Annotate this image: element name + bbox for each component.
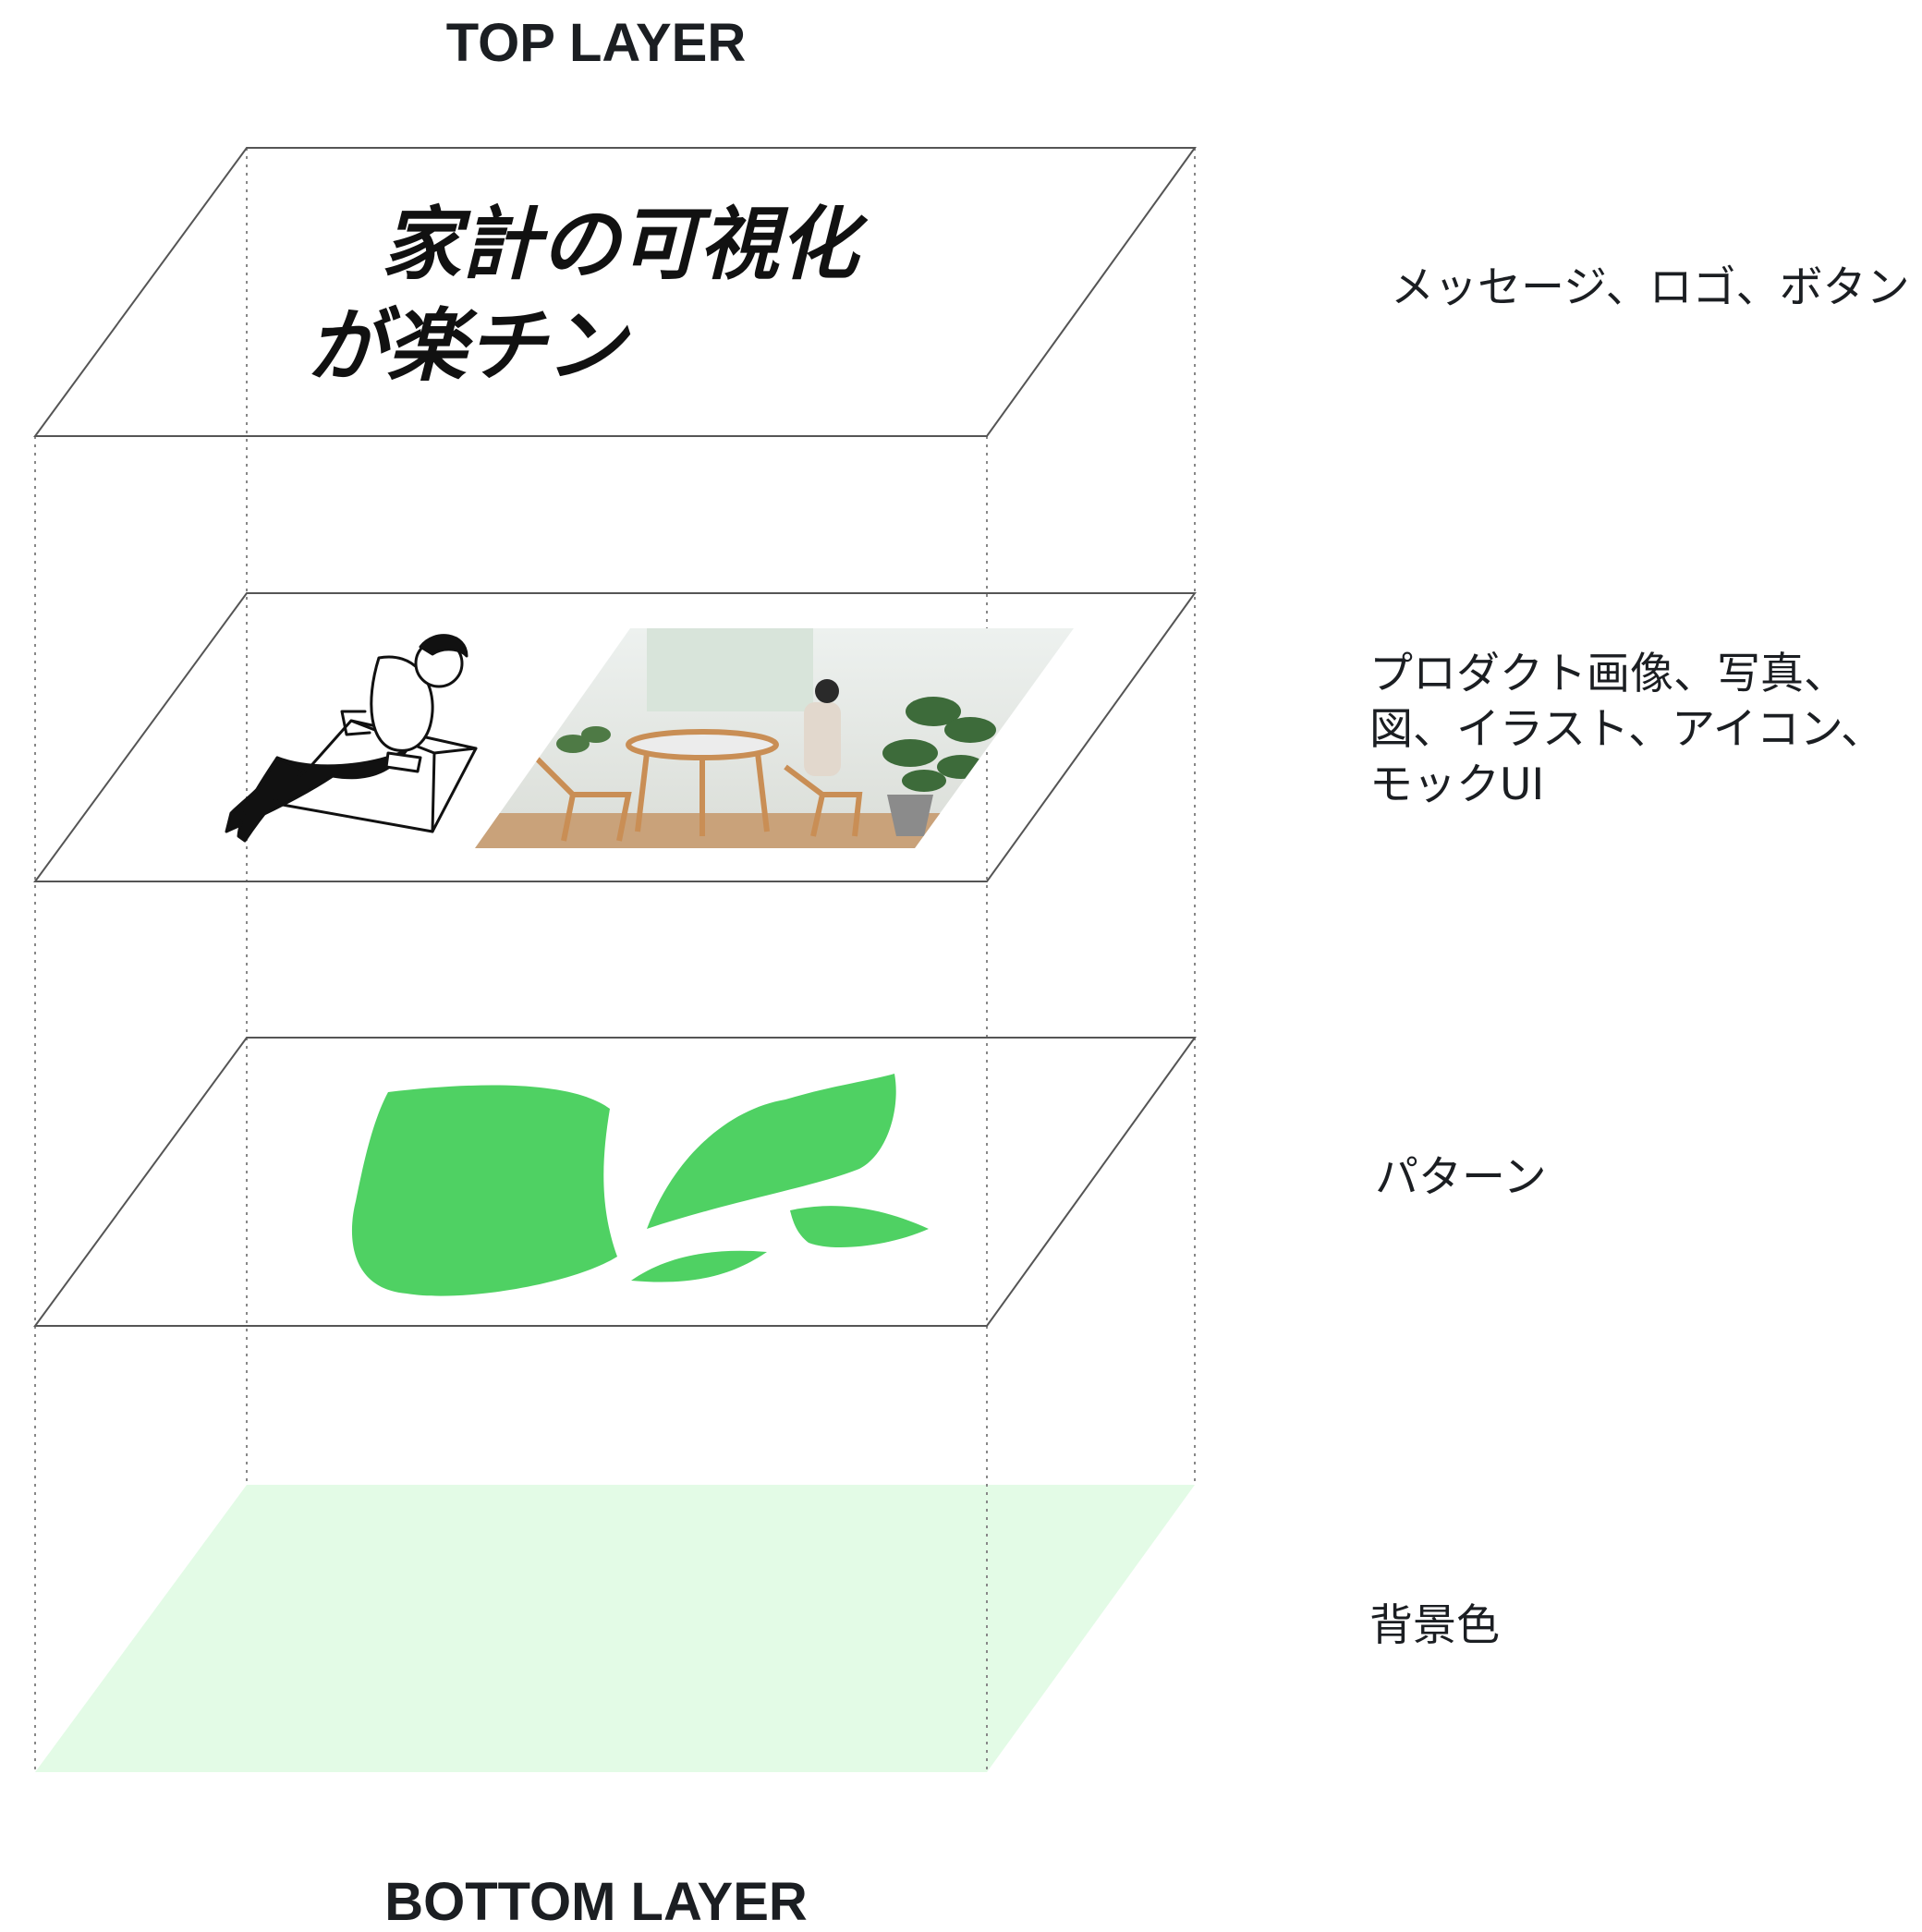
image-layer-caption: プロダクト画像、写真、 図、イラスト、アイコン、 モックUI bbox=[1369, 649, 1884, 811]
top-layer-title: TOP LAYER bbox=[445, 13, 747, 73]
message-headline-line-1: 家計の可視化 bbox=[376, 199, 877, 291]
top-layer-plane bbox=[33, 147, 1197, 437]
leaf-pattern bbox=[351, 1074, 929, 1296]
vertical-guide-lines bbox=[34, 148, 1196, 1772]
background-layer-caption: 背景色 bbox=[1369, 1600, 1500, 1651]
illustration-man-on-box bbox=[225, 634, 478, 843]
pattern-layer-caption: パターン bbox=[1375, 1152, 1547, 1203]
message-headline-line-2: が楽チン bbox=[302, 300, 644, 393]
bottom-layer-title: BOTTOM LAYER bbox=[384, 1872, 808, 1932]
pattern-layer-plane bbox=[33, 1037, 1197, 1327]
photo-dining-room bbox=[475, 628, 1074, 848]
image-layer-plane bbox=[33, 592, 1197, 882]
message-layer-caption: メッセージ、ロゴ、ボタン bbox=[1391, 262, 1910, 313]
background-color-plane bbox=[35, 1485, 1195, 1772]
